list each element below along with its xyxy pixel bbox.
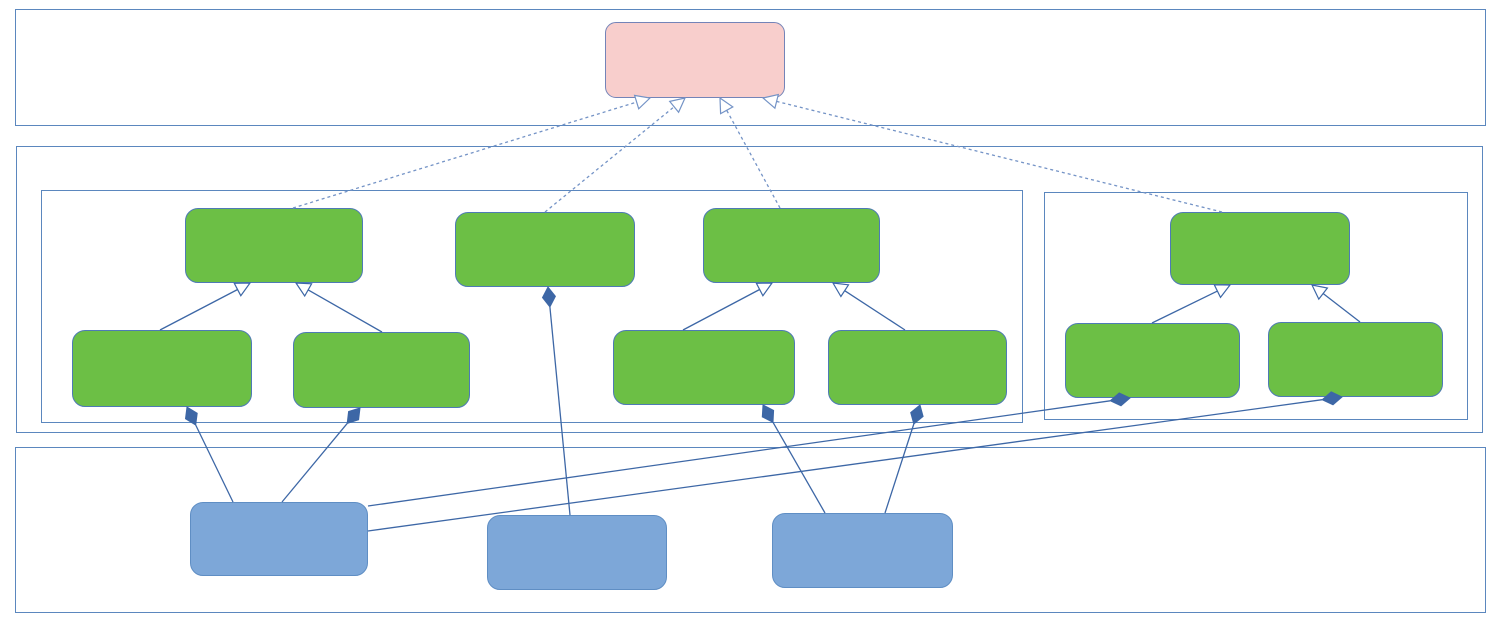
node-ivf[interactable] xyxy=(185,208,363,283)
node-ivfsq[interactable] xyxy=(72,330,252,407)
node-indexhnsw[interactable] xyxy=(455,212,635,287)
edge-indexngtonng-indexngt[interactable] xyxy=(682,282,774,331)
container-implement[interactable] xyxy=(16,146,1483,433)
node-gpuivfpq[interactable] xyxy=(1268,322,1443,397)
edge-faiss-gpuivfpq[interactable] xyxy=(367,391,1343,532)
node-indexngt[interactable] xyxy=(703,208,880,283)
edge-faiss-gpuivfsq[interactable] xyxy=(367,392,1131,507)
edge-indexhnsw-vectorindex[interactable] xyxy=(544,97,687,213)
edge-ivf-vectorindex[interactable] xyxy=(292,94,652,209)
edge-ngt-indexngtonng[interactable] xyxy=(761,404,826,514)
node-vectorindex[interactable] xyxy=(605,22,785,98)
edge-faiss-ivfpq[interactable] xyxy=(281,407,361,503)
edge-gpuivf-vectorindex[interactable] xyxy=(761,93,1223,213)
edge-indexngtanng-indexngt[interactable] xyxy=(831,282,906,331)
node-indexngtanng[interactable] xyxy=(828,330,1007,405)
edge-ivfsq-ivf[interactable] xyxy=(159,282,252,331)
node-gpuivfsq[interactable] xyxy=(1065,323,1240,398)
edge-indexngt-vectorindex[interactable] xyxy=(719,96,781,209)
container-thirdparty[interactable] xyxy=(15,447,1486,613)
container-cpu[interactable] xyxy=(41,190,1023,423)
node-hnswlib[interactable] xyxy=(487,515,667,590)
container-gpu[interactable] xyxy=(1044,192,1468,420)
node-ivfpq[interactable] xyxy=(293,332,470,408)
node-ngt[interactable] xyxy=(772,513,953,588)
node-indexngtonng[interactable] xyxy=(613,330,795,405)
node-gpuivf[interactable] xyxy=(1170,212,1350,285)
container-interface[interactable] xyxy=(15,9,1486,126)
edge-gpuivfsq-gpuivf[interactable] xyxy=(1151,284,1232,324)
edge-ngt-indexngtanng[interactable] xyxy=(884,404,924,514)
edge-faiss-ivfsq[interactable] xyxy=(184,406,234,503)
edge-hnswlib-indexhnsw[interactable] xyxy=(541,286,571,516)
edge-ivfpq-ivf[interactable] xyxy=(294,282,383,333)
edge-gpuivfpq-gpuivf[interactable] xyxy=(1310,284,1361,323)
node-faiss[interactable] xyxy=(190,502,368,576)
